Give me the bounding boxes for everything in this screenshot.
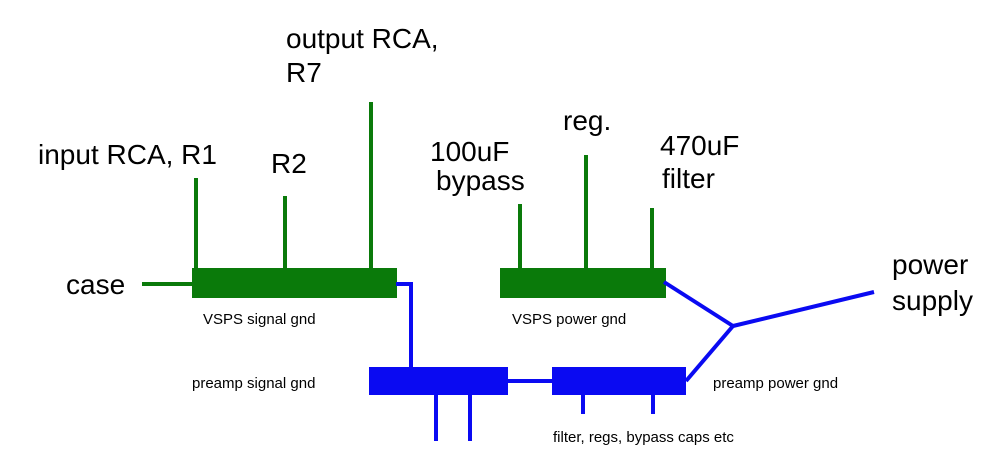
bypass-label-line2: bypass	[436, 165, 525, 196]
bypass-label-line1: 100uF	[430, 136, 509, 167]
preamp-power-gnd-label: preamp power gnd	[713, 375, 838, 392]
filter-label-line1: 470uF	[660, 130, 739, 161]
vsps-signal-gnd-label: VSPS signal gnd	[203, 311, 316, 328]
power-supply-label-line1: power	[892, 249, 968, 280]
power-supply-label-line2: supply	[892, 285, 973, 316]
filter-label-line2: filter	[662, 163, 715, 194]
output-rca-label-line1: output RCA,	[286, 23, 439, 54]
output-rca-label-line2: R7	[286, 57, 322, 88]
preamp-group	[369, 280, 875, 441]
labels: case input RCA, R1 R2 output RCA, R7 100…	[38, 23, 973, 446]
reg-label: reg.	[563, 105, 611, 136]
r2-label: R2	[271, 148, 307, 179]
preamp-power-to-star-wire	[684, 324, 735, 383]
preamp-signal-gnd-label: preamp signal gnd	[192, 375, 315, 392]
vsps-power-gnd-label: VSPS power gnd	[512, 311, 626, 328]
preamp-power-gnd-bar	[552, 367, 686, 395]
case-label: case	[66, 269, 125, 300]
vsps-to-preamp-signal-wire	[396, 282, 413, 368]
star-to-power-supply-wire	[732, 290, 875, 328]
preamp-caps-label: filter, regs, bypass caps etc	[553, 429, 734, 446]
vsps-power-gnd-bar	[500, 268, 666, 298]
preamp-signal-gnd-bar	[369, 367, 508, 395]
vsps-power-to-star-wire	[662, 280, 735, 328]
vsps-group	[142, 102, 666, 298]
vsps-signal-gnd-bar	[192, 268, 397, 298]
input-rca-label: input RCA, R1	[38, 139, 217, 170]
